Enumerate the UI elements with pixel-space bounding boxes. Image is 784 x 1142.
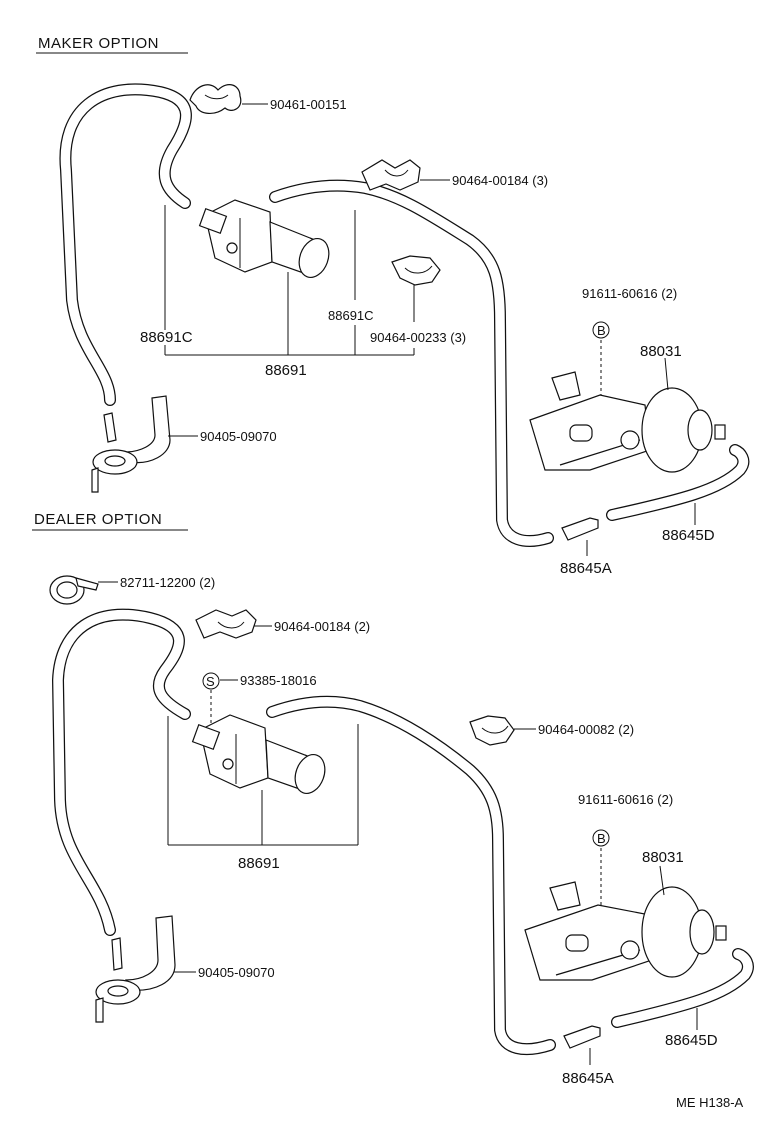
- maker-label-clamp-top: 90461-00151: [270, 97, 347, 112]
- dealer-label-screw: 93385-18016: [240, 673, 317, 688]
- dealer-bolt-marker: B: [597, 831, 606, 846]
- dealer-option-heading: DEALER OPTION: [34, 511, 162, 528]
- maker-label-clamp-right: 90464-00184 (3): [452, 173, 548, 188]
- dealer-label-union: 90405-09070: [198, 965, 275, 980]
- maker-label-hose-left: 88691C: [140, 329, 193, 346]
- dealer-hose-short: [563, 1025, 601, 1049]
- maker-hose-long: [606, 444, 750, 521]
- maker-hose-right: [269, 179, 554, 547]
- maker-label-hose-short: 88645A: [560, 560, 612, 577]
- maker-actuator: [529, 371, 726, 473]
- dealer-label-actuator: 88031: [642, 849, 684, 866]
- maker-clamp-right: [361, 159, 421, 191]
- maker-hose-left: [59, 83, 192, 406]
- dealer-label-valve: 88691: [238, 855, 280, 872]
- maker-option-heading: MAKER OPTION: [38, 35, 159, 52]
- maker-label-hose-right: 88691C: [328, 308, 374, 323]
- maker-union: [91, 395, 171, 493]
- figure-code: ME H138-A: [676, 1095, 744, 1110]
- maker-label-actuator: 88031: [640, 343, 682, 360]
- maker-clamp-top: [189, 84, 242, 114]
- dealer-label-clamp-right: 90464-00082 (2): [538, 722, 634, 737]
- maker-valve: [198, 199, 330, 278]
- dealer-label-hose-long: 88645D: [665, 1032, 718, 1049]
- maker-label-valve: 88691: [265, 362, 307, 379]
- dealer-label-hose-short: 88645A: [562, 1070, 614, 1087]
- maker-label-clamp-mid: 90464-00233 (3): [370, 330, 466, 345]
- dealer-band-clamp: [49, 575, 99, 605]
- dealer-actuator: [524, 881, 727, 981]
- maker-hose-short: [561, 517, 599, 541]
- dealer-label-band-clamp: 82711-12200 (2): [120, 575, 215, 590]
- dealer-hose-left: [52, 608, 191, 936]
- dealer-valve: [191, 714, 326, 794]
- maker-label-union: 90405-09070: [200, 429, 277, 444]
- dealer-label-clamp-top: 90464-00184 (2): [274, 619, 370, 634]
- dealer-hose-long: [611, 948, 754, 1028]
- dealer-clamp-top: [195, 609, 257, 639]
- dealer-label-bolt: 91611-60616 (2): [578, 792, 673, 807]
- dealer-screw-marker: S: [206, 674, 215, 689]
- maker-bolt-marker: B: [597, 323, 606, 338]
- maker-label-hose-long: 88645D: [662, 527, 715, 544]
- maker-label-bolt: 91611-60616 (2): [582, 286, 677, 301]
- dealer-union: [95, 915, 176, 1023]
- maker-clamp-mid: [391, 255, 441, 286]
- dealer-hose-right: [266, 695, 556, 1056]
- dealer-clamp-right: [469, 715, 515, 746]
